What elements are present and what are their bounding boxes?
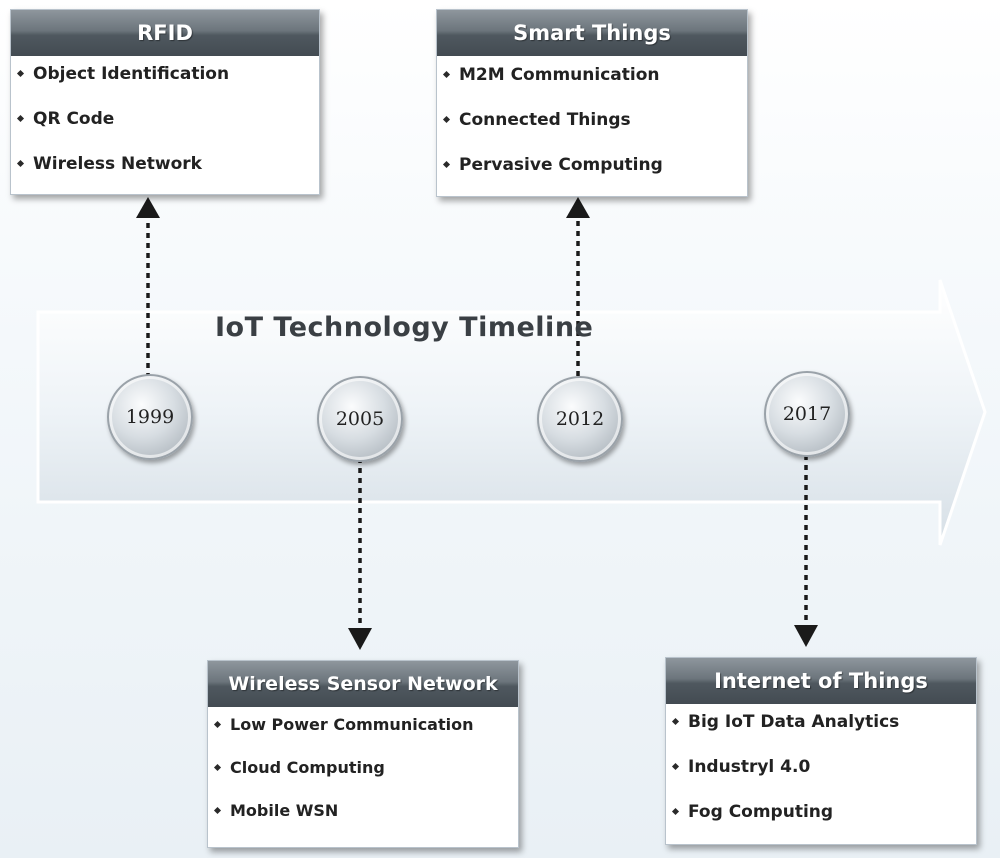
arrowhead-up-icon: [566, 197, 590, 218]
list-item: Fog Computing: [671, 802, 834, 822]
list-item: Cloud Computing: [213, 758, 385, 777]
bullet-icon: [442, 115, 451, 124]
box-title: Smart Things: [437, 10, 747, 56]
list-item: Wireless Network: [16, 154, 202, 174]
arrowhead-up-icon: [136, 197, 160, 218]
rfid-box: RFID Object Identification QR Code Wirel…: [10, 9, 320, 195]
bullet-icon: [213, 720, 222, 729]
list-item-label: Pervasive Computing: [459, 155, 663, 175]
list-item-label: Connected Things: [459, 110, 631, 130]
box-title: RFID: [11, 10, 319, 56]
bullet-icon: [671, 717, 680, 726]
timeline-arrow-band: [36, 279, 987, 546]
box-title: Internet of Things: [666, 658, 976, 704]
year-node-2017: 2017: [764, 371, 850, 457]
list-item-label: Mobile WSN: [230, 801, 339, 820]
list-item: M2M Communication: [442, 65, 660, 85]
list-item-label: Big IoT Data Analytics: [688, 712, 900, 732]
iot-box: Internet of Things Big IoT Data Analytic…: [665, 657, 977, 845]
year-node-2012: 2012: [537, 376, 623, 462]
list-item-label: Industryl 4.0: [688, 757, 811, 777]
list-item: Object Identification: [16, 64, 230, 84]
bullet-icon: [213, 806, 222, 815]
bullet-icon: [16, 159, 25, 168]
list-item: Big IoT Data Analytics: [671, 712, 900, 732]
bullet-icon: [213, 763, 222, 772]
list-item: Low Power Communication: [213, 715, 474, 734]
smart-things-box: Smart Things M2M Communication Connected…: [436, 9, 748, 197]
list-item-label: Wireless Network: [33, 154, 202, 174]
bullet-icon: [16, 69, 25, 78]
list-item-label: Cloud Computing: [230, 758, 385, 777]
year-node-2005: 2005: [317, 376, 403, 462]
arrowhead-down-icon: [794, 625, 818, 647]
list-item: Connected Things: [442, 110, 631, 130]
year-node-1999: 1999: [107, 374, 193, 460]
bullet-icon: [442, 70, 451, 79]
list-item: Industryl 4.0: [671, 757, 811, 777]
list-item-label: Object Identification: [33, 64, 230, 84]
list-item: QR Code: [16, 109, 115, 129]
timeline-title: IoT Technology Timeline: [215, 312, 594, 343]
wsn-box: Wireless Sensor Network Low Power Commun…: [207, 660, 519, 848]
list-item-label: QR Code: [33, 109, 115, 129]
bullet-icon: [671, 762, 680, 771]
arrowhead-down-icon: [348, 628, 372, 650]
bullet-icon: [671, 807, 680, 816]
list-item: Mobile WSN: [213, 801, 339, 820]
box-title: Wireless Sensor Network: [208, 661, 518, 707]
list-item-label: Fog Computing: [688, 802, 834, 822]
bullet-icon: [442, 160, 451, 169]
list-item-label: M2M Communication: [459, 65, 660, 85]
bullet-icon: [16, 114, 25, 123]
list-item-label: Low Power Communication: [230, 715, 474, 734]
list-item: Pervasive Computing: [442, 155, 663, 175]
